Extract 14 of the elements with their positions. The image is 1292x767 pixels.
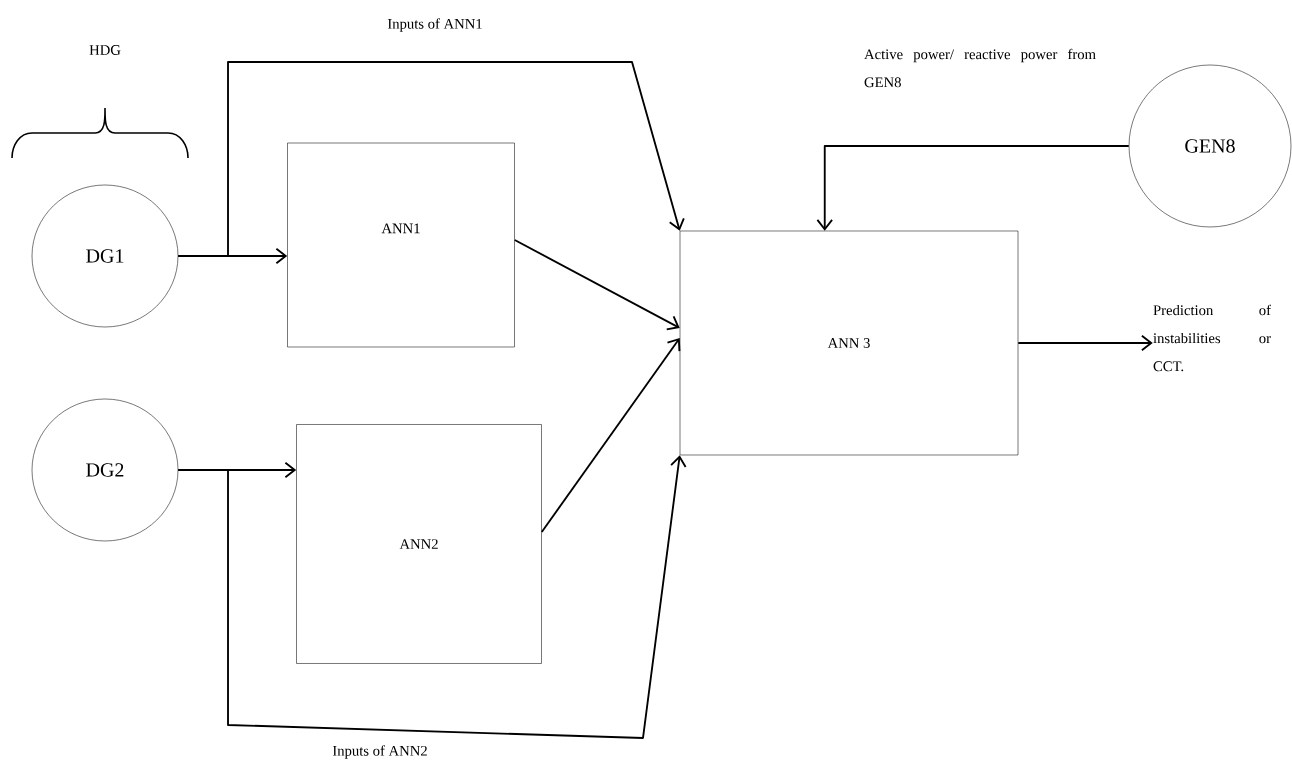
output-text: Prediction of instabilities or CCT. xyxy=(1153,304,1271,372)
edge-label: Inputs of ANN1 xyxy=(386,16,484,34)
network-box: ANN2 xyxy=(296,424,542,664)
edge-label: Inputs of ANN2 xyxy=(331,743,429,761)
network-box: ANN1 xyxy=(287,142,515,348)
arrow xyxy=(513,239,680,331)
edge-label: Active power/ reactive power from GEN8 xyxy=(862,47,1098,89)
arrow xyxy=(177,455,687,739)
arrow xyxy=(1017,334,1153,352)
network-box: ANN 3 xyxy=(679,230,1019,456)
arrow xyxy=(540,338,681,533)
arrow xyxy=(816,145,1130,231)
brace-label: HDG xyxy=(89,45,121,55)
arrow xyxy=(177,61,685,257)
